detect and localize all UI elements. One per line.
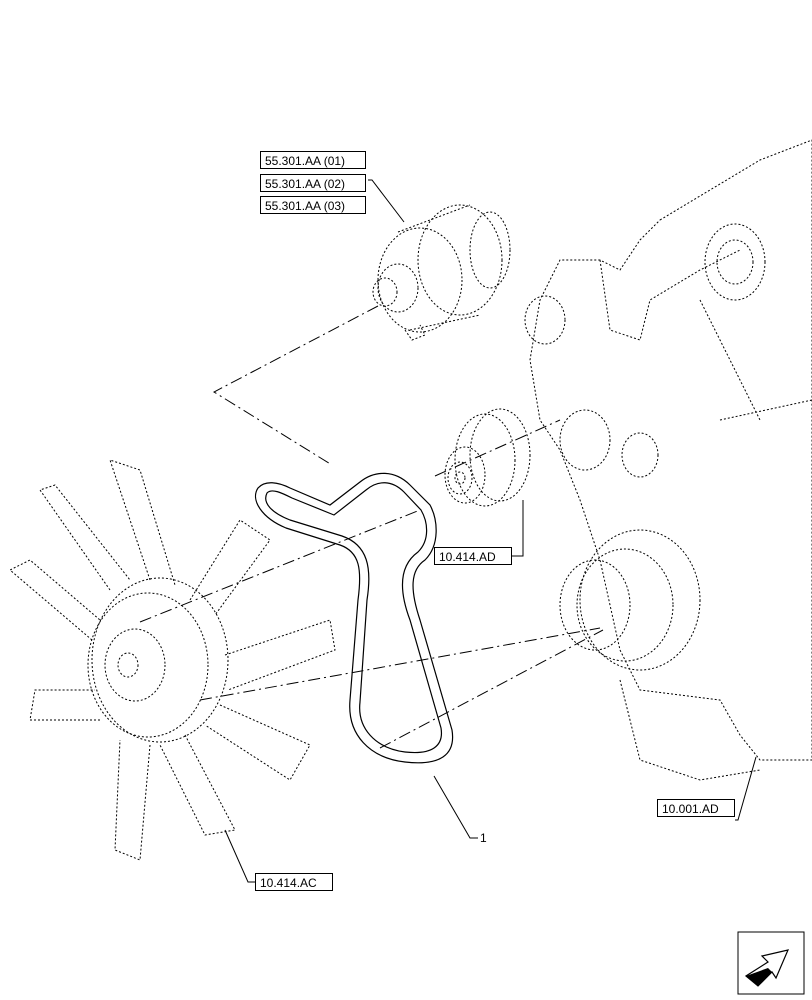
- reference-10-414-ac[interactable]: 10.414.AC: [255, 873, 333, 891]
- drive-belt: [255, 472, 454, 764]
- arrow-icon[interactable]: [737, 931, 805, 995]
- reference-10-001-ad[interactable]: 10.001.AD: [657, 799, 735, 817]
- fan: [9, 459, 336, 861]
- reference-55-301-aa-03[interactable]: 55.301.AA (03): [260, 196, 366, 214]
- callout-belt-1: 1: [480, 831, 487, 845]
- alternator: [372, 204, 511, 341]
- reference-55-301-aa-02[interactable]: 55.301.AA (02): [260, 174, 366, 192]
- pulley: [444, 408, 531, 507]
- assembly-center-lines: [139, 305, 604, 749]
- reference-10-414-ad[interactable]: 10.414.AD: [434, 547, 512, 565]
- leader-lines: [224, 179, 757, 883]
- engine-block: [524, 139, 812, 781]
- reference-55-301-aa-01[interactable]: 55.301.AA (01): [260, 151, 366, 169]
